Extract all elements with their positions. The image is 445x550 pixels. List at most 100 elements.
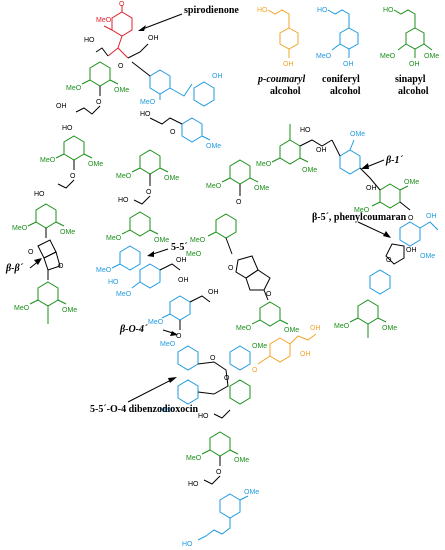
p-coumaryl-label-line2: alcohol xyxy=(270,86,301,97)
center-syringyl-top: MeO OMe O xyxy=(206,159,269,206)
coniferyl-label-line1: coniferyl xyxy=(322,74,360,85)
lower-syringyl-1: HO MeO OMe O xyxy=(186,409,249,476)
beta-beta-label: β-β´ xyxy=(5,263,24,274)
left2-o: O xyxy=(70,173,76,180)
spiro-oh-atom: OH xyxy=(148,35,159,42)
coniferyl-alcohol-structure: HO MeO OH xyxy=(316,7,359,68)
spiro-guaiacyl-oh: OH xyxy=(212,73,223,80)
coniferyl-oh-atom: OH xyxy=(343,61,354,68)
right3-ome: OMe xyxy=(420,253,435,260)
center2-meo-b: MeO xyxy=(186,251,202,258)
spirodienone-label: spirodienone xyxy=(184,5,239,16)
right1-oh: OH xyxy=(316,147,327,154)
spiro-ring-o-atom: O xyxy=(118,63,124,70)
spiro-guaiacyl-meo: MeO xyxy=(140,99,156,106)
right-bottom-meo: MeO xyxy=(334,323,350,330)
dbd-meo-1: MeO xyxy=(160,341,176,348)
pcoum-o: O xyxy=(252,367,258,374)
center3-meo: MeO xyxy=(236,325,252,332)
center3-ome: OMe xyxy=(284,327,299,334)
syringyl-ring-left-4: MeO OMe xyxy=(14,281,77,324)
p-coumaryl-alcohol-structure: HO OH xyxy=(257,7,299,68)
spirodienone-arrow xyxy=(139,13,183,31)
sinapyl-ome-atom: OMe xyxy=(424,53,439,60)
lower1-o: O xyxy=(216,469,222,476)
lower1-ome: OMe xyxy=(234,457,249,464)
lower2-ho: HO xyxy=(188,481,199,488)
right-guaiacyl-3: OH OMe xyxy=(399,213,439,260)
spiro-o-atom: O xyxy=(119,1,125,8)
mid3-o: O xyxy=(176,333,182,340)
center2-meo: MeO xyxy=(190,237,206,244)
mid2-ome: OMe xyxy=(154,237,169,244)
guaiacyl-ring-spiro: MeO OH xyxy=(131,61,223,107)
right-bottom-ome: OMe xyxy=(382,325,397,332)
right1-ome: OMe xyxy=(302,167,317,174)
pcoum-oh-1: OH xyxy=(310,325,321,332)
center-resinol-o1: O xyxy=(228,265,234,272)
lower1-ho: HO xyxy=(198,413,209,420)
coniferyl-ho-atom: HO xyxy=(317,7,328,14)
dbd-ome-1: OMe xyxy=(252,343,267,350)
left3-ome: OMe xyxy=(60,229,75,236)
p-coumaryl-oh-atom: OH xyxy=(283,61,294,68)
syringyl-ring-left-3: MeO OMe xyxy=(12,203,75,236)
dibenzodioxocin-arrow xyxy=(127,377,176,403)
dibenzodioxocin-unit: MeO MeO O O OMe xyxy=(160,341,267,414)
p-coumaryl-label-line1: p-coumaryl xyxy=(257,74,305,85)
beta-1-label: β-1´ xyxy=(385,155,403,166)
biphenyl-ho: HO xyxy=(108,279,119,286)
center-top-meo: MeO xyxy=(206,183,222,190)
mid-top-o: O xyxy=(170,129,176,136)
sinapyl-label-line1: sinapyl xyxy=(395,74,426,85)
mid-top-ome: OMe xyxy=(206,143,221,150)
resinol-o-1: O xyxy=(28,249,34,256)
p-hydroxyphenyl-unit: OH OH O xyxy=(252,325,321,374)
resinol-o-2: O xyxy=(58,263,64,270)
beta-beta-arrowhead xyxy=(34,258,42,265)
p-coumaryl-ho-atom: HO xyxy=(257,7,268,14)
mid1-o: O xyxy=(146,189,152,196)
left-chain-linker-2 xyxy=(57,179,75,189)
right-phenylcoumaran: O OH xyxy=(369,243,417,295)
pcoum-oh-2: OH xyxy=(300,351,311,358)
mid3-oh: OH xyxy=(208,289,219,296)
beta-o4-arrowhead xyxy=(170,331,178,336)
left2-meo: MeO xyxy=(40,157,56,164)
sinapyl-ho-atom: HO xyxy=(383,7,394,14)
dibenzodioxocin-arrowhead xyxy=(168,377,177,383)
lower-guaiacyl-2: HO OMe HO xyxy=(182,475,259,548)
right-beta1-ome: OMe xyxy=(350,131,365,138)
left-chain-ho-2: HO xyxy=(34,191,45,198)
beta-5-arrowhead xyxy=(383,231,391,238)
right-pc-o: O xyxy=(386,257,392,264)
lower1-meo: MeO xyxy=(186,455,202,462)
biphenyl-oh-1: OH xyxy=(176,257,187,264)
coniferyl-label-line2: alcohol xyxy=(330,86,361,97)
center-syringyl-2: MeO MeO xyxy=(186,213,237,258)
left1-meo: MeO xyxy=(66,85,82,92)
right2-ome: OMe xyxy=(404,179,419,186)
dbd-o-1: O xyxy=(210,355,216,362)
left4-ome: OMe xyxy=(62,307,77,314)
mid-linker-1 xyxy=(133,195,151,205)
center-top-o: O xyxy=(236,199,242,206)
spiro-ho-atom: HO xyxy=(84,37,95,44)
left2-ome: OMe xyxy=(88,161,103,168)
left-chain-linker-1 xyxy=(75,105,101,115)
five-five-arrowhead xyxy=(147,251,154,257)
resinol-unit-beta-beta: O O xyxy=(28,228,64,280)
right-syringyl-bottom: MeO OMe xyxy=(334,299,397,338)
syringyl-ring-mid-1: MeO OMe O xyxy=(116,149,179,196)
left1-o: O xyxy=(96,99,102,106)
mid1-meo: MeO xyxy=(116,173,132,180)
biphenyl-meo-2: MeO xyxy=(116,291,132,298)
five-five-label: 5-5´ xyxy=(171,242,188,253)
beta-5-arrow xyxy=(357,221,389,237)
spirodienone-unit: O MeO HO OH O xyxy=(84,1,159,70)
left3-meo: MeO xyxy=(12,225,28,232)
right3-oh: OH xyxy=(426,213,437,220)
sinapyl-alcohol-structure: HO MeO OMe OH xyxy=(380,7,439,68)
spirodienone-arrowhead xyxy=(138,25,146,31)
